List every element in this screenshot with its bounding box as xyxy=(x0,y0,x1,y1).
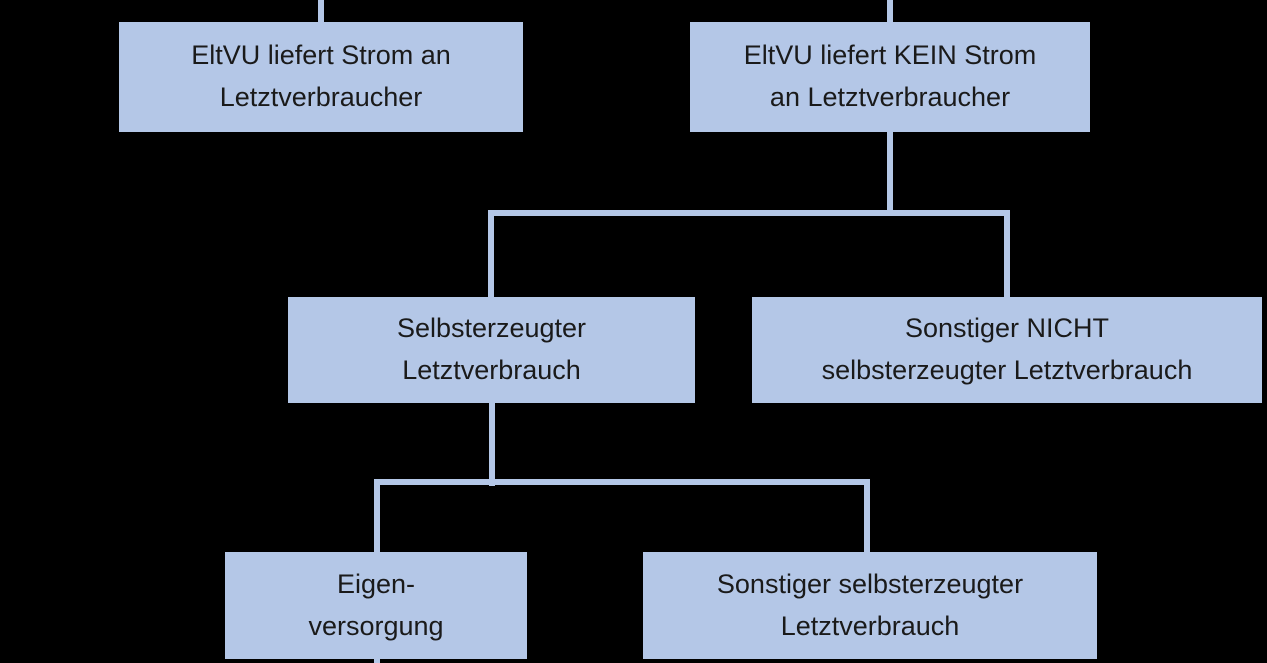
connector-top-stub-left xyxy=(318,0,324,23)
connector-selbsterzeugter-down xyxy=(489,402,495,486)
connector-upper-branch-horizontal xyxy=(488,210,1010,216)
connector-top-stub-right xyxy=(887,0,893,23)
connector-to-sonstiger-nicht xyxy=(1004,214,1010,298)
node-eltvu-liefert-kein-strom: EltVU liefert KEIN Strom an Letztverbrau… xyxy=(690,22,1090,132)
node-eigenversorgung: Eigen- versorgung xyxy=(225,552,527,659)
connector-to-eigenversorgung xyxy=(374,483,380,553)
connector-lower-branch-horizontal xyxy=(374,479,870,485)
node-sonstiger-nicht-selbsterzeugter-letztverbrauch: Sonstiger NICHT selbsterzeugter Letztver… xyxy=(752,297,1262,403)
connector-to-sonstiger-selbst xyxy=(864,483,870,553)
connector-to-selbsterzeugter xyxy=(488,214,494,298)
node-sonstiger-selbsterzeugter-letztverbrauch: Sonstiger selbsterzeugter Letztverbrauch xyxy=(643,552,1097,659)
connector-eigenversorgung-bottom-stub xyxy=(374,658,380,663)
node-selbsterzeugter-letztverbrauch: Selbsterzeugter Letztverbrauch xyxy=(288,297,695,403)
node-eltvu-liefert-strom: EltVU liefert Strom an Letztverbraucher xyxy=(119,22,523,132)
connector-kein-strom-down xyxy=(887,131,893,216)
